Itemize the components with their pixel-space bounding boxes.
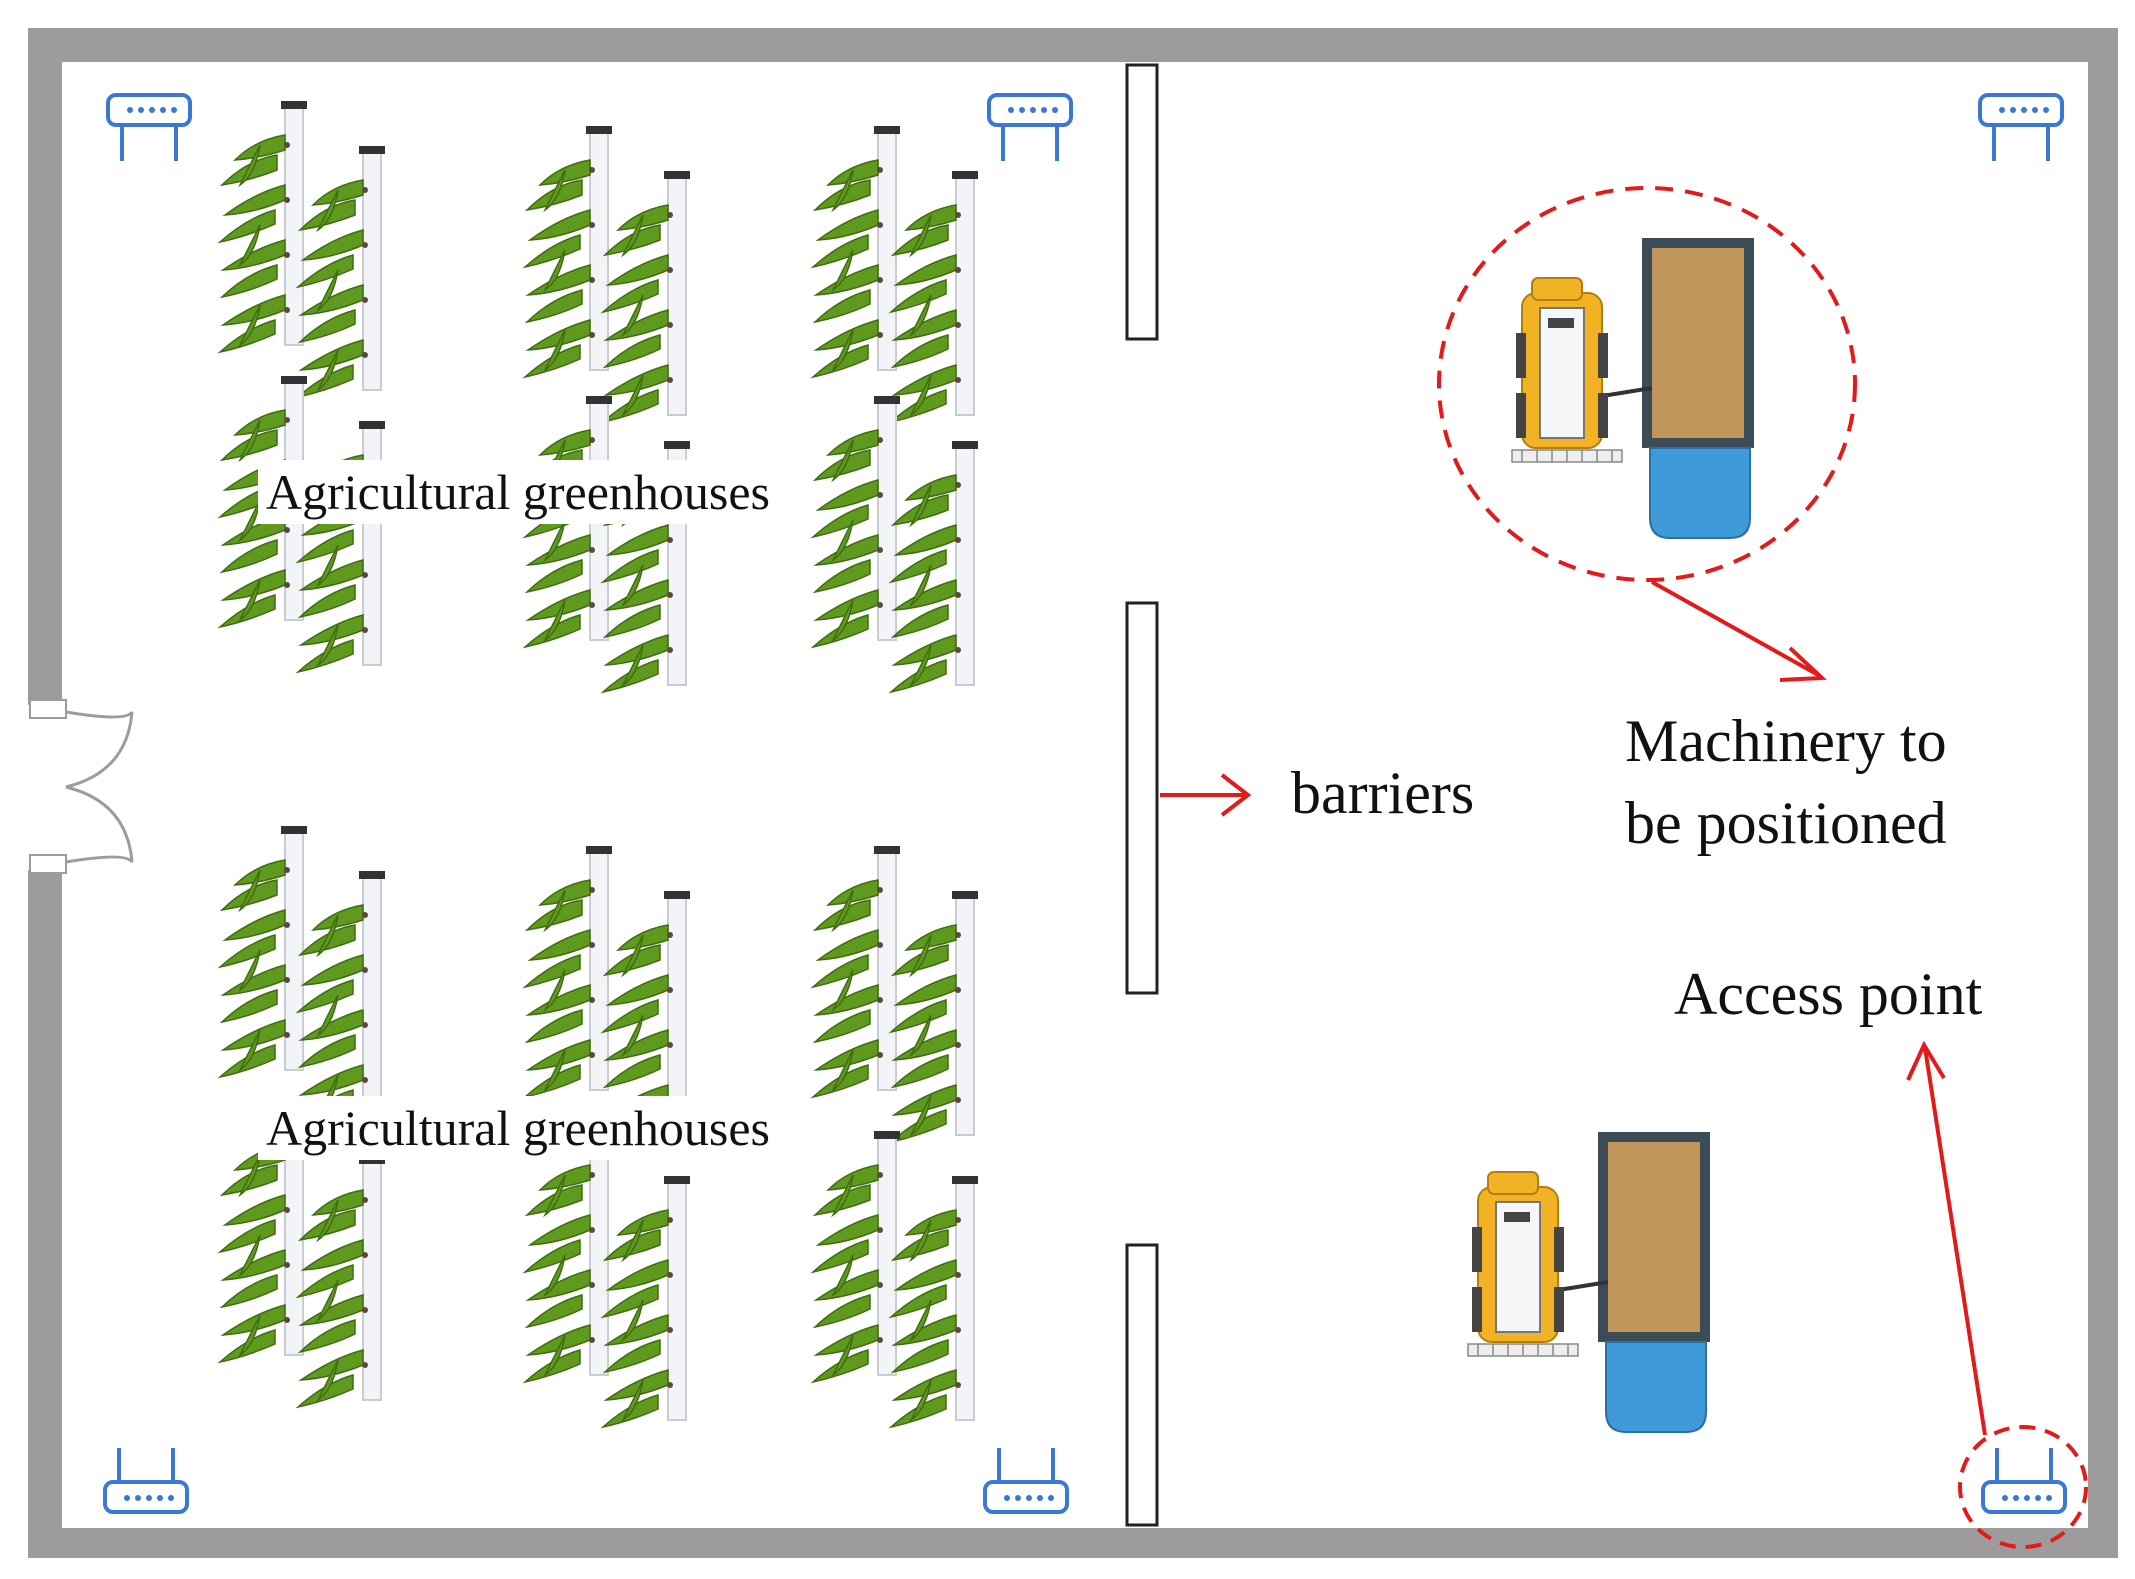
barrier-top — [1125, 63, 1159, 341]
barriers-arrow — [1160, 773, 1252, 817]
machinery-arrow — [1651, 580, 1827, 682]
barrier-bottom — [1125, 1243, 1159, 1527]
machinery-highlight-circle — [1437, 186, 1857, 582]
access-point-label: Access point — [1674, 961, 1983, 1027]
machinery-label-line2: be positioned — [1625, 790, 1947, 856]
barriers-label: barriers — [1255, 755, 1505, 831]
access-point-highlight-circle — [1958, 1425, 2088, 1549]
greenhouse-label-top: Agricultural greenhouses — [258, 460, 779, 524]
door-icon — [28, 699, 134, 874]
machinery-label-line1: Machinery to — [1625, 708, 1947, 774]
access-point-arrow — [1906, 1040, 1987, 1436]
barrier-middle — [1125, 601, 1159, 995]
machinery-label: Machinery to be positioned — [1615, 700, 1957, 864]
greenhouse-label-bottom: Agricultural greenhouses — [258, 1096, 779, 1160]
